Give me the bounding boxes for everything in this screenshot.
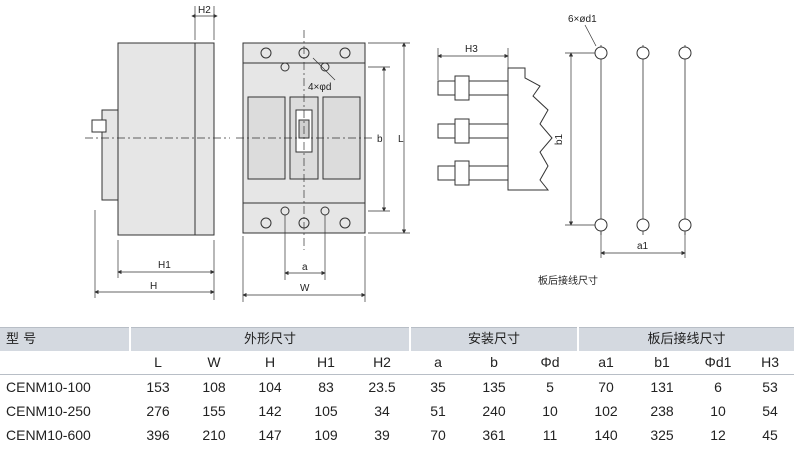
table-cell: 108: [202, 379, 226, 395]
dim-label-holes-rear: 6×ød1: [568, 14, 597, 25]
front-view: [236, 30, 410, 302]
column-header: a1: [578, 351, 635, 375]
table-cell: 39: [374, 427, 390, 443]
table-cell: 45: [762, 427, 778, 443]
table-cell: 54: [762, 403, 778, 419]
table-cell: 12: [710, 427, 726, 443]
table-column-header: L W H H1 H2 a b Φd a1 b1 Φd1 H3: [0, 351, 794, 375]
dim-label-b1: b1: [554, 133, 565, 145]
table-cell: 70: [598, 379, 614, 395]
column-header: a: [410, 351, 467, 375]
table-cell: 104: [258, 379, 282, 395]
table-cell: 155: [202, 403, 226, 419]
group-header-outline: 外形尺寸: [128, 327, 411, 351]
rear-hole-pattern: [565, 24, 692, 258]
column-header: W: [186, 351, 242, 375]
dim-label-w: W: [300, 283, 310, 294]
table-row: CENM10-250 276 155 142 105 34 51 240 10 …: [0, 399, 794, 423]
table-cell: 105: [314, 403, 338, 419]
table-cell: 240: [482, 403, 506, 419]
table-cell: 210: [202, 427, 226, 443]
table-cell: 135: [482, 379, 506, 395]
table-row: CENM10-600 396 210 147 109 39 70 361 11 …: [0, 423, 794, 447]
column-header-blank: [0, 351, 130, 375]
table-row: CENM10-100 153 108 104 83 23.5 35 135 5 …: [0, 375, 794, 400]
table-cell: 276: [146, 403, 170, 419]
table-cell: 361: [482, 427, 506, 443]
table-cell: 10: [542, 403, 558, 419]
table-cell: 147: [258, 427, 282, 443]
column-header: H1: [298, 351, 354, 375]
table-cell: 83: [318, 379, 334, 395]
table-cell: 131: [650, 379, 674, 395]
table-cell: 102: [594, 403, 618, 419]
table-cell: 10: [710, 403, 726, 419]
group-header-rear-wiring: 板后接线尺寸: [577, 327, 794, 351]
column-header: H: [242, 351, 298, 375]
table-cell: 35: [430, 379, 446, 395]
table-cell: 109: [314, 427, 338, 443]
table-cell: 6: [714, 379, 722, 395]
dimension-table: 型 号 外形尺寸 安装尺寸 板后接线尺寸 L W H H1 H2 a b Φd …: [0, 327, 794, 447]
column-header: b1: [634, 351, 691, 375]
dim-label-b: b: [377, 134, 383, 145]
technical-drawing: H2 H1 H 4×φd b L a: [85, 5, 692, 302]
dim-label-h3: H3: [465, 44, 478, 55]
dim-label-h: H: [150, 281, 157, 292]
table-cell: 53: [762, 379, 778, 395]
dim-label-h2: H2: [198, 5, 211, 16]
column-header: Φd: [522, 351, 579, 375]
rear-terminal-view: [437, 48, 553, 191]
table-cell: 140: [594, 427, 618, 443]
dim-label-a1: a1: [637, 241, 649, 252]
column-header: b: [466, 351, 523, 375]
dim-label-a: a: [302, 262, 308, 273]
table-cell: 34: [374, 403, 390, 419]
rear-caption: 板后接线尺寸: [538, 274, 598, 287]
table-cell: 325: [650, 427, 674, 443]
side-view: [85, 6, 230, 300]
model-cell: CENM10-600: [6, 427, 91, 443]
column-header: Φd1: [690, 351, 747, 375]
column-header: H3: [746, 351, 794, 375]
table-cell: 70: [430, 427, 446, 443]
column-header: H2: [354, 351, 411, 375]
table-cell: 153: [146, 379, 170, 395]
table-group-header: 型 号 外形尺寸 安装尺寸 板后接线尺寸: [0, 327, 794, 351]
model-header: 型 号: [0, 327, 130, 351]
dim-label-holes: 4×φd: [308, 82, 331, 93]
model-cell: CENM10-100: [6, 379, 91, 395]
table-cell: 51: [430, 403, 446, 419]
group-header-mounting: 安装尺寸: [409, 327, 579, 351]
table-cell: 142: [258, 403, 282, 419]
model-cell: CENM10-250: [6, 403, 91, 419]
table-cell: 11: [542, 427, 558, 443]
dim-label-h1: H1: [158, 260, 171, 271]
table-cell: 23.5: [368, 379, 396, 395]
column-header: L: [130, 351, 186, 375]
dim-label-l: L: [398, 134, 404, 145]
table-cell: 5: [546, 379, 554, 395]
table-cell: 238: [650, 403, 674, 419]
table-cell: 396: [146, 427, 170, 443]
